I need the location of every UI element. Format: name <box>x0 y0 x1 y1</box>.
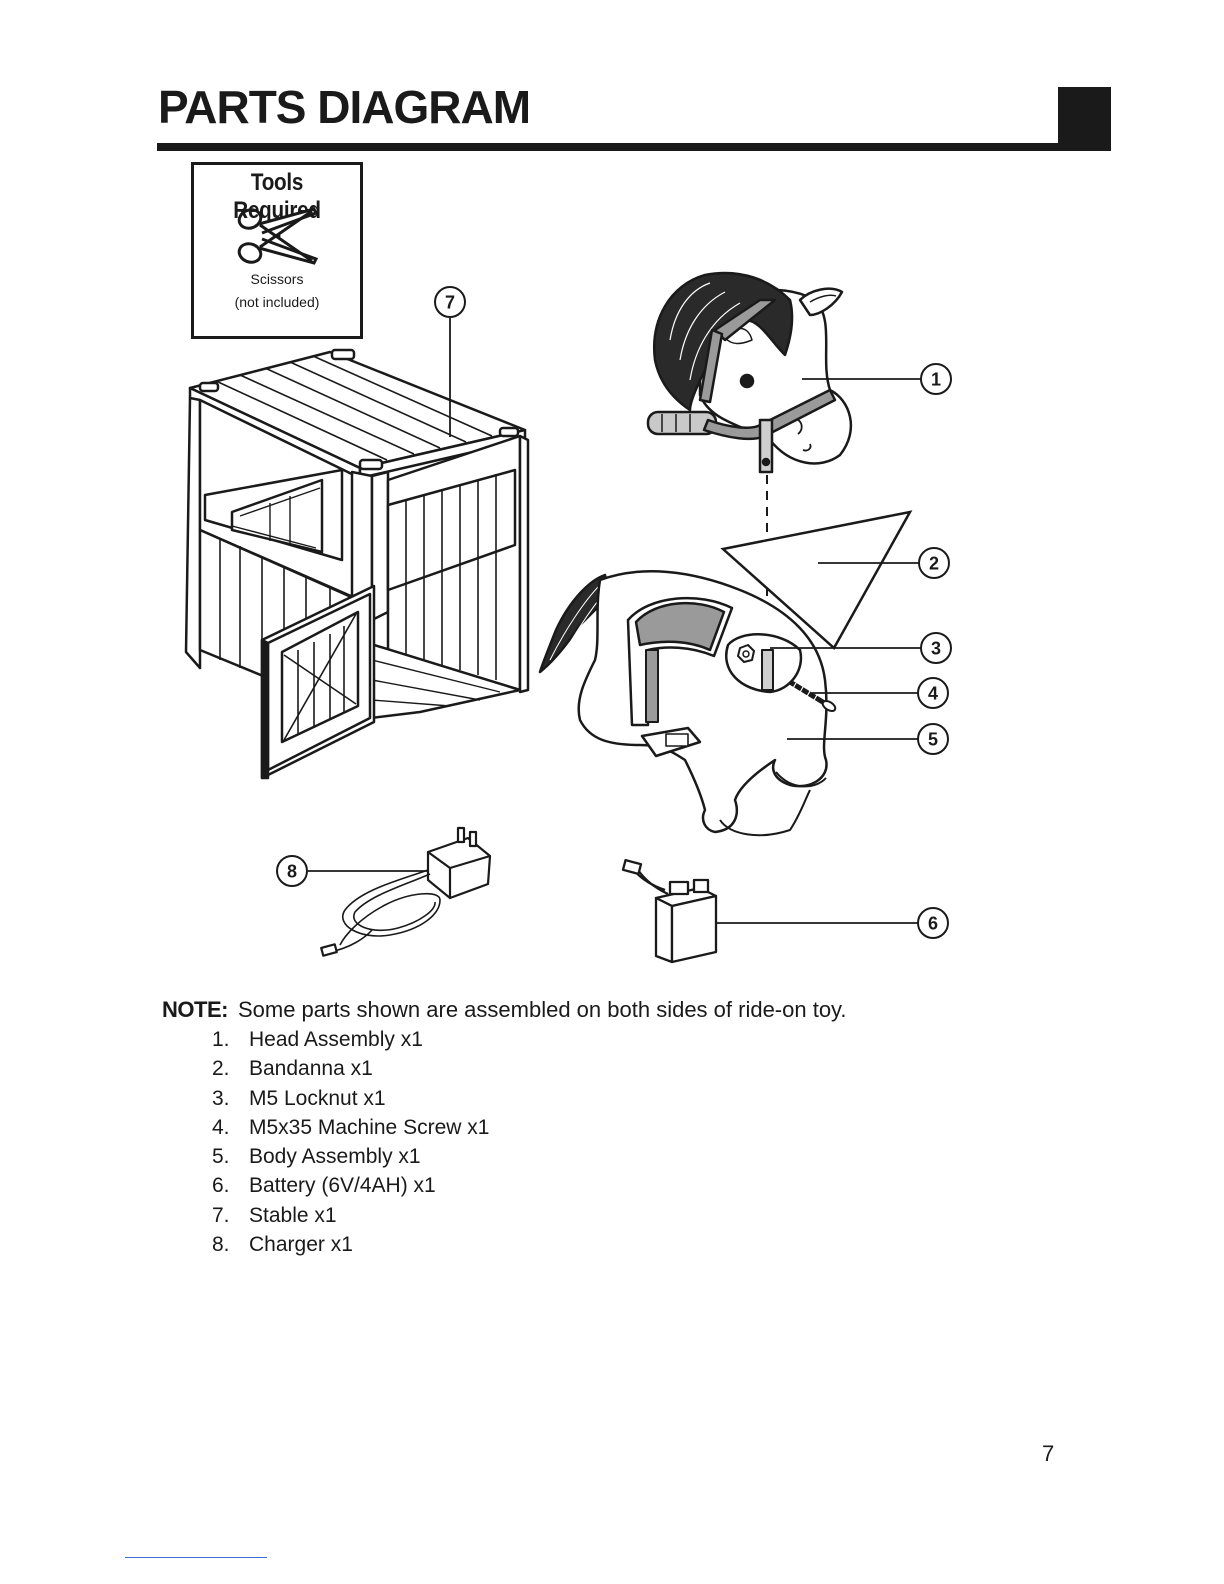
svg-text:5: 5 <box>928 730 938 750</box>
svg-text:8: 8 <box>287 862 297 882</box>
horse-head-illustration <box>648 273 851 472</box>
list-item: 4.M5x35 Machine Screw x1 <box>212 1113 489 1142</box>
list-item-number: 5. <box>212 1142 249 1171</box>
callout-8: 8 <box>277 856 307 886</box>
svg-text:4: 4 <box>928 684 938 704</box>
list-item: 7.Stable x1 <box>212 1201 489 1230</box>
list-item-number: 3. <box>212 1084 249 1113</box>
list-item-number: 2. <box>212 1054 249 1083</box>
parts-list: 1.Head Assembly x1 2.Bandanna x1 3.M5 Lo… <box>212 1025 489 1259</box>
svg-text:2: 2 <box>929 554 939 574</box>
footer-link-underline <box>125 1557 267 1558</box>
list-item-name: Body Assembly x1 <box>249 1145 421 1168</box>
list-item: 8.Charger x1 <box>212 1230 489 1259</box>
callout-2: 2 <box>919 548 949 578</box>
callout-5: 5 <box>918 724 948 754</box>
list-item-number: 4. <box>212 1113 249 1142</box>
list-item: 3.M5 Locknut x1 <box>212 1084 489 1113</box>
callout-6: 6 <box>918 908 948 938</box>
list-item-name: Stable x1 <box>249 1204 337 1227</box>
note-text: Some parts shown are assembled on both s… <box>238 997 847 1022</box>
svg-text:1: 1 <box>931 370 941 390</box>
charger-illustration <box>321 828 490 956</box>
list-item: 6.Battery (6V/4AH) x1 <box>212 1171 489 1200</box>
svg-text:3: 3 <box>931 639 941 659</box>
battery-illustration <box>623 860 716 962</box>
page-number: 7 <box>1042 1441 1054 1467</box>
list-item-name: M5 Locknut x1 <box>249 1087 386 1110</box>
stable-illustration <box>186 350 528 778</box>
callout-3: 3 <box>921 633 951 663</box>
list-item: 5.Body Assembly x1 <box>212 1142 489 1171</box>
assembly-note: NOTE: Some parts shown are assembled on b… <box>162 997 847 1023</box>
list-item: 2.Bandanna x1 <box>212 1054 489 1083</box>
list-item-number: 1. <box>212 1025 249 1054</box>
svg-text:7: 7 <box>445 293 455 313</box>
list-item: 1.Head Assembly x1 <box>212 1025 489 1054</box>
callout-1: 1 <box>921 364 951 394</box>
list-item-name: Head Assembly x1 <box>249 1028 423 1051</box>
list-item-name: Charger x1 <box>249 1233 353 1256</box>
callout-4: 4 <box>918 678 948 708</box>
list-item-name: M5x35 Machine Screw x1 <box>249 1116 489 1139</box>
list-item-name: Battery (6V/4AH) x1 <box>249 1174 436 1197</box>
list-item-name: Bandanna x1 <box>249 1057 373 1080</box>
callout-7: 7 <box>435 287 465 317</box>
list-item-number: 7. <box>212 1201 249 1230</box>
list-item-number: 6. <box>212 1171 249 1200</box>
svg-text:6: 6 <box>928 914 938 934</box>
list-item-number: 8. <box>212 1230 249 1259</box>
note-label: NOTE: <box>162 997 228 1022</box>
